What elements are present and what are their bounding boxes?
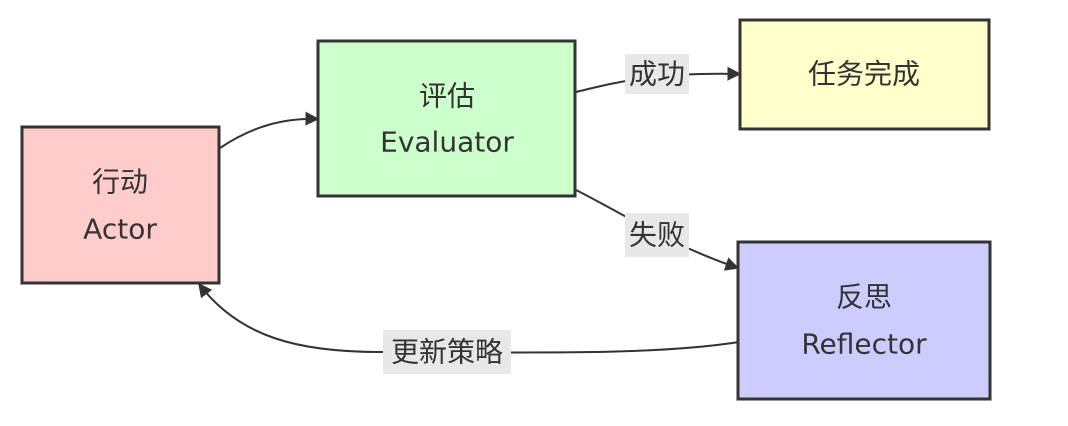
- edge-label-failure-text: 失败: [629, 219, 685, 252]
- node-actor: 行动 Actor: [20, 125, 221, 285]
- node-evaluator-title-en: Evaluator: [380, 126, 514, 159]
- edge-actor-to-evaluator: [219, 111, 320, 149]
- edge-label-success-text: 成功: [629, 58, 685, 91]
- node-reflector: 反思 Reflector: [736, 240, 992, 401]
- node-task-complete: 任务完成: [738, 18, 991, 131]
- node-reflector-box: [736, 240, 992, 401]
- node-actor-title-zh: 行动: [92, 166, 148, 199]
- node-evaluator-box: [316, 39, 577, 198]
- node-actor-box: [20, 125, 221, 285]
- edge-label-failure: 失败: [625, 213, 689, 257]
- edge-label-success: 成功: [625, 54, 689, 94]
- node-task-complete-box: [738, 18, 991, 131]
- node-reflector-title-en: Reflector: [801, 328, 927, 361]
- node-evaluator-title-zh: 评估: [419, 80, 475, 113]
- edge-label-update: 更新策略: [383, 330, 511, 374]
- node-evaluator: 评估 Evaluator: [316, 39, 577, 198]
- node-reflector-title-zh: 反思: [836, 281, 892, 314]
- edge-label-update-text: 更新策略: [391, 336, 503, 369]
- node-task-complete-title: 任务完成: [808, 58, 920, 91]
- node-actor-title-en: Actor: [83, 213, 157, 246]
